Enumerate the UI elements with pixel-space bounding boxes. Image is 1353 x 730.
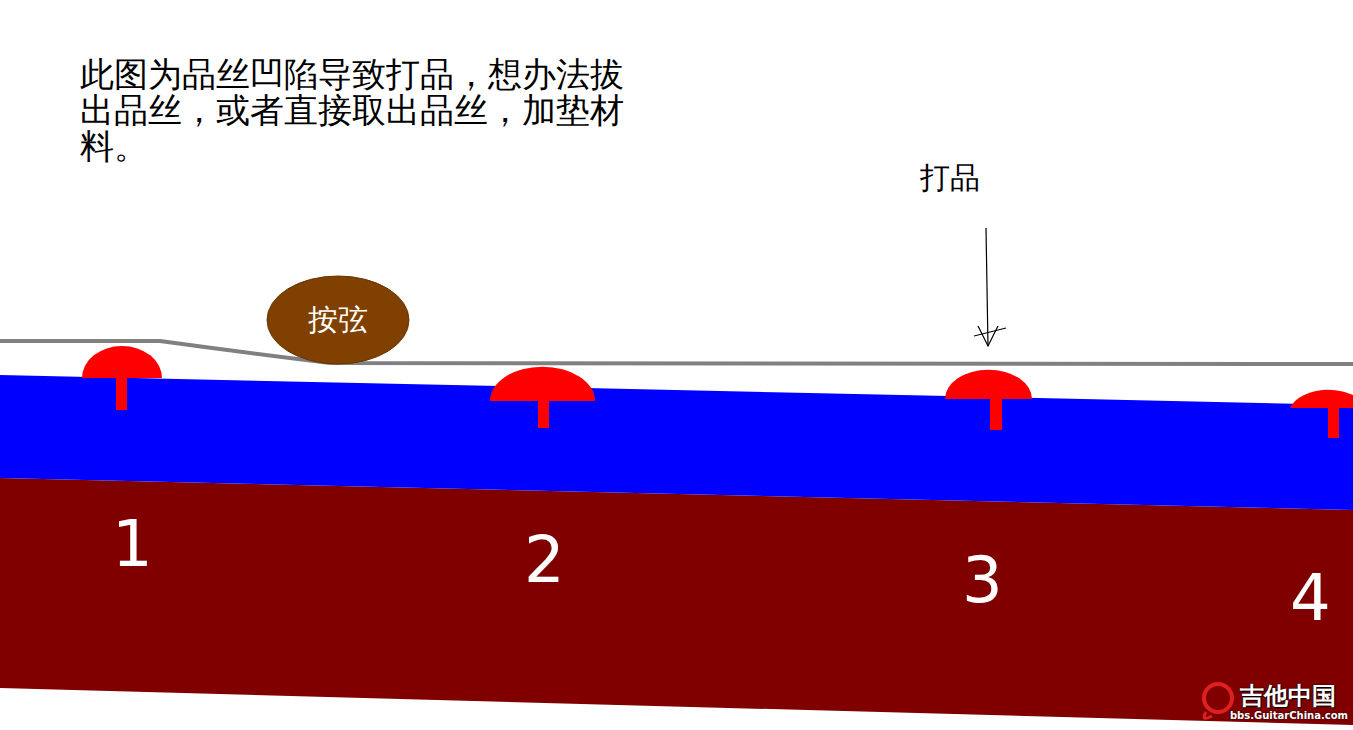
- fret-tang: [538, 399, 549, 428]
- buzz-arrow: [974, 228, 1006, 346]
- callout-number: 3: [962, 548, 1003, 612]
- frets: [82, 346, 1353, 438]
- fret-tang: [990, 397, 1002, 430]
- neck-wood: [0, 478, 1353, 725]
- watermark-logo: [1204, 684, 1232, 718]
- fret-crown: [490, 367, 595, 401]
- fingerboard: [0, 375, 1353, 510]
- fret-tang: [116, 376, 127, 410]
- note-text: 此图为品丝凹陷导致打品，想办法拔出品丝，或者直接取出品丝，加垫材料。: [80, 56, 652, 164]
- arrow-head: [978, 326, 998, 346]
- fret-crown: [82, 346, 162, 378]
- fret-crown: [945, 370, 1032, 399]
- ellipse-fill: [267, 276, 409, 364]
- press-ellipse: 按弦: [266, 275, 410, 365]
- node-label: 按弦: [308, 300, 368, 341]
- callout-number: 1: [112, 512, 153, 576]
- string: [0, 341, 1353, 364]
- fret-tang: [1328, 406, 1339, 438]
- watermark-text: 吉他中国: [1240, 684, 1336, 708]
- logo-ring: [1204, 684, 1232, 712]
- arrow-shaft: [986, 228, 988, 346]
- logo-tail: [1204, 712, 1212, 718]
- buzz-label: 打品: [920, 158, 980, 199]
- fret-crown: [1290, 390, 1353, 408]
- watermark-url: bbs.GuitarChina.com: [1230, 711, 1348, 721]
- callout-number: 2: [524, 528, 565, 592]
- callout-number: 4: [1290, 566, 1331, 630]
- arrow-tick: [974, 328, 1006, 336]
